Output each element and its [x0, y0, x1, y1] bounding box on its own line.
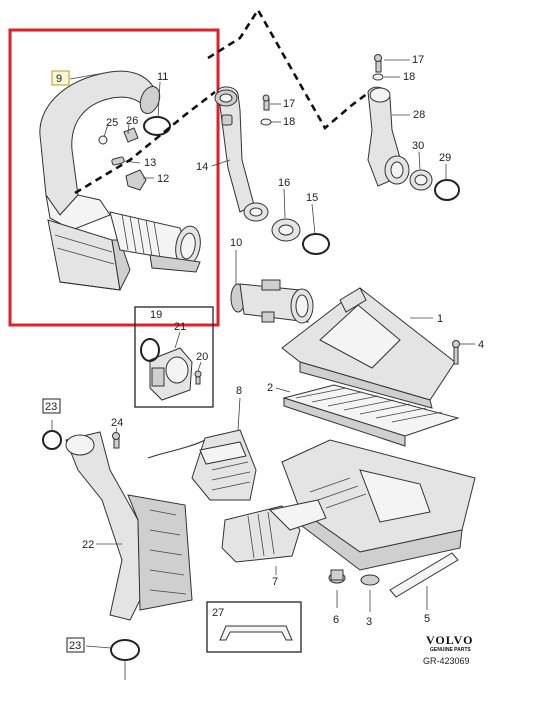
- label-24: 24: [111, 417, 123, 429]
- brand-subtitle: GENUINE PARTS: [430, 647, 471, 653]
- label-18-top: 18: [403, 71, 415, 83]
- airbox-ribs: [309, 477, 367, 509]
- label-15: 15: [306, 192, 318, 204]
- part-8-air-duct[interactable]: [147, 429, 257, 501]
- label-20: 20: [196, 351, 208, 363]
- part-13-nipple-icon[interactable]: [111, 156, 125, 166]
- label-23-bottom-box: [66, 637, 85, 653]
- label-14: 14: [196, 161, 208, 173]
- label-18-center: 18: [283, 116, 295, 128]
- label-25: 25: [106, 117, 118, 129]
- label-28: 28: [413, 109, 425, 121]
- part-11-clamp-icon[interactable]: [143, 116, 171, 136]
- label-7: 7: [272, 576, 278, 588]
- label-27: 27: [212, 607, 224, 619]
- label-8: 8: [236, 385, 242, 397]
- label-22: 22: [82, 539, 94, 551]
- part-22-air-inlet[interactable]: [65, 431, 193, 621]
- label-6: 6: [333, 614, 339, 626]
- label-11: 11: [157, 71, 168, 83]
- label-4: 4: [478, 339, 484, 351]
- part-16-hose-icon[interactable]: [243, 202, 301, 242]
- part-23-seal-bottom-icon[interactable]: [110, 639, 140, 661]
- part-5-seal-strip-icon[interactable]: [389, 552, 459, 598]
- label-12: 12: [157, 173, 169, 185]
- part-3-grommet-icon[interactable]: [360, 574, 380, 586]
- part-18-washer-top-icon[interactable]: [372, 73, 384, 81]
- label-9-box: [51, 70, 70, 86]
- label-23-bottom: 23: [69, 640, 81, 652]
- part-19-inset-frame: [134, 306, 214, 408]
- part-12-sensor-icon[interactable]: [125, 169, 147, 191]
- part-21-throttle-body[interactable]: [149, 347, 193, 401]
- label-23-top-box: [42, 398, 61, 414]
- part-23-seal-top-icon[interactable]: [42, 430, 62, 450]
- label-26: 26: [126, 115, 138, 127]
- diagram-code: GR-423069: [423, 656, 470, 666]
- part-airbox-lower[interactable]: [281, 439, 476, 571]
- part-30-seal-icon[interactable]: [409, 169, 433, 191]
- label-13: 13: [144, 157, 156, 169]
- part-7-air-duct[interactable]: [221, 499, 327, 563]
- part-6-grommet-icon[interactable]: [328, 569, 346, 584]
- part-17-bolt-icon[interactable]: [262, 94, 270, 111]
- label-2: 2: [267, 382, 273, 394]
- label-17-center: 17: [283, 98, 295, 110]
- label-30: 30: [412, 140, 424, 152]
- bellow-ribs: [121, 213, 161, 259]
- label-19: 19: [150, 309, 162, 321]
- brand-name: VOLVO: [426, 633, 473, 647]
- label-10: 10: [230, 237, 242, 249]
- part-10-maf-sensor[interactable]: [230, 279, 314, 324]
- part-24-bolt-icon[interactable]: [112, 432, 120, 449]
- part-14-duct[interactable]: [214, 86, 255, 213]
- hose-route-dashed-2: [74, 90, 216, 195]
- part-4-bolt-icon[interactable]: [452, 340, 460, 365]
- label-16: 16: [278, 177, 290, 189]
- part-29-clamp-icon[interactable]: [434, 179, 460, 201]
- part-20-screw-icon[interactable]: [194, 370, 202, 385]
- part-15-clamp-icon[interactable]: [302, 233, 330, 255]
- part-17-bolt-top-icon[interactable]: [374, 54, 382, 73]
- label-3: 3: [366, 616, 372, 628]
- filter-pleats: [295, 387, 443, 423]
- label-23-top: 23: [45, 401, 57, 413]
- part-22-ribs: [149, 509, 187, 595]
- label-1: 1: [437, 313, 443, 325]
- part-26-connector-icon[interactable]: [123, 127, 139, 143]
- part-27-inset-frame: [206, 601, 302, 653]
- highlight-frame: [8, 28, 220, 327]
- hose-route-dashed: [207, 7, 373, 131]
- part-9-intake-pipe[interactable]: [39, 70, 203, 291]
- label-9: 9: [56, 73, 62, 85]
- label-5: 5: [424, 613, 430, 625]
- part-2-air-filter[interactable]: [282, 384, 460, 447]
- part-19-gasket-icon[interactable]: [140, 338, 160, 362]
- part-1-airbox-cover[interactable]: [281, 287, 456, 409]
- part-28-intake-pipe[interactable]: [367, 86, 410, 187]
- part-18-washer-icon[interactable]: [260, 118, 272, 126]
- part-25-plug-icon[interactable]: [98, 135, 108, 145]
- label-17-top: 17: [412, 54, 424, 66]
- part-7-ribs: [247, 511, 275, 559]
- part-27-bracket-icon[interactable]: [219, 625, 293, 641]
- part-8-ribs: [211, 461, 251, 491]
- label-29: 29: [439, 152, 451, 164]
- label-21: 21: [174, 321, 186, 333]
